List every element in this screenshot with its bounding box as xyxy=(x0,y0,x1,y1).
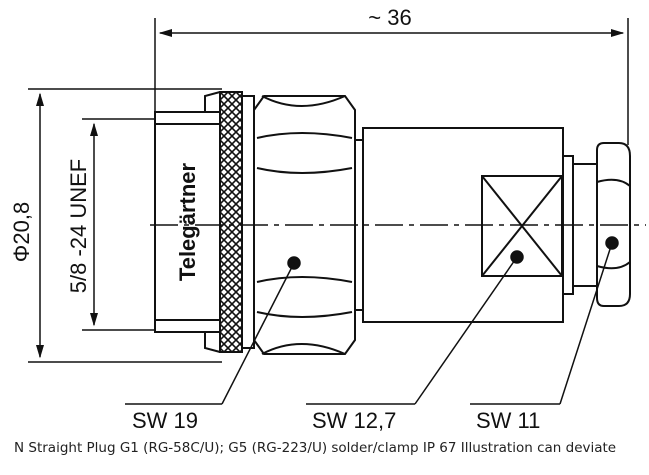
diameter-dimension: Φ20,8 xyxy=(9,88,222,363)
connector-technical-drawing: ~ 36 Φ20,8 5/8 -24 UNEF xyxy=(9,5,646,433)
thread-dimension-label: 5/8 -24 UNEF xyxy=(66,159,91,294)
thread-dimension: 5/8 -24 UNEF xyxy=(66,118,156,331)
connector-body xyxy=(154,91,631,355)
leader-lines xyxy=(125,236,619,405)
knurled-ring xyxy=(219,91,243,353)
wrench-size-label-sw19: SW 19 xyxy=(132,408,198,433)
length-dimension-label: ~ 36 xyxy=(368,5,411,30)
length-dimension: ~ 36 xyxy=(154,5,629,145)
diameter-dimension-label: Φ20,8 xyxy=(9,202,34,262)
product-caption: N Straight Plug G1 (RG-58C/U); G5 (RG-22… xyxy=(14,440,617,456)
wrench-size-label-sw12-7: SW 12,7 xyxy=(312,408,396,433)
coupling-nut xyxy=(154,111,221,333)
wrench-size-label-sw11: SW 11 xyxy=(476,408,540,433)
brand-logo-text: Telegärtner xyxy=(175,162,200,281)
